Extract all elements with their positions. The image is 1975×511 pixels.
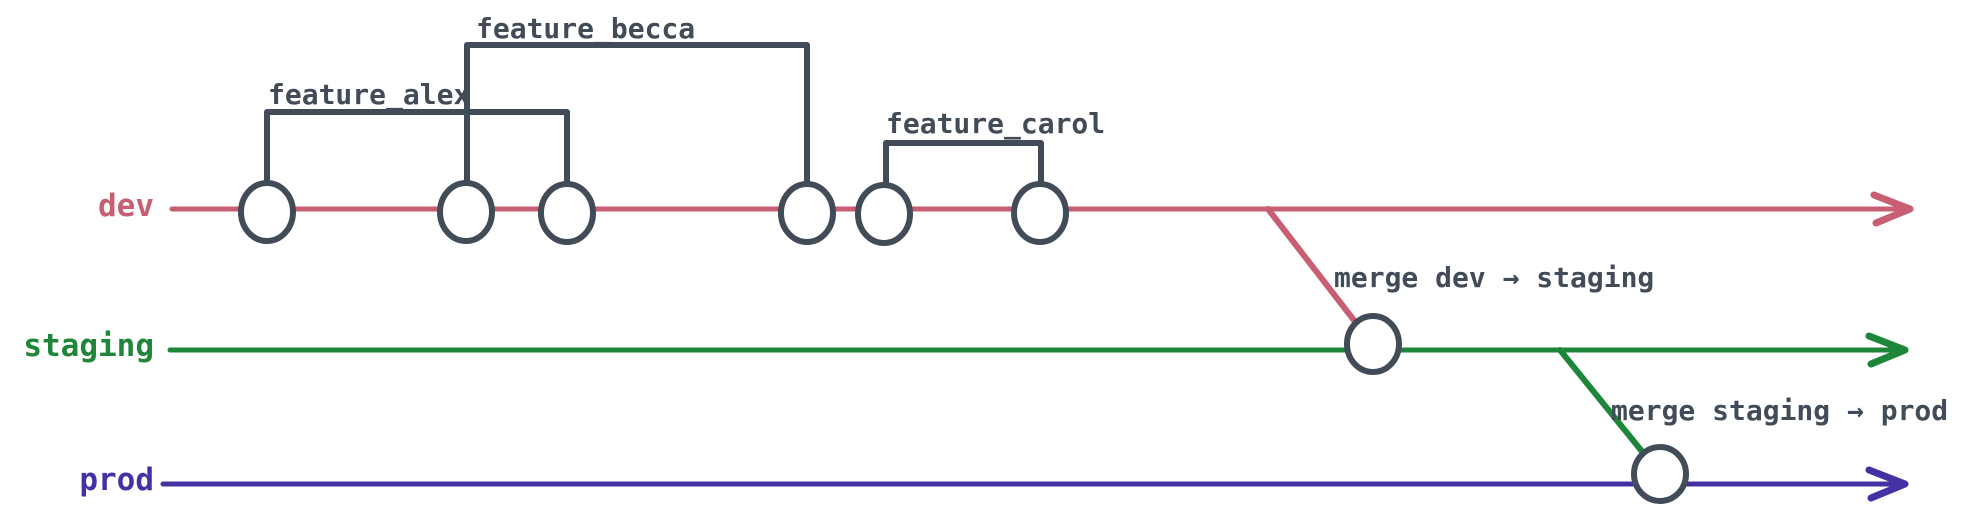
branch-label-prod: prod: [79, 462, 154, 498]
feature-bracket-becca: [464, 42, 810, 191]
feature-label-becca: feature_becca: [476, 12, 695, 45]
commit-node-prod-merge: [1631, 444, 1689, 504]
staging-arrowhead-icon: [1865, 332, 1909, 368]
merge-label-dev-to-staging: merge dev → staging: [1334, 261, 1654, 294]
feature-label-alex: feature_alex: [268, 78, 470, 111]
commit-node-dev-6: [1011, 181, 1069, 245]
merge-label-staging-to-prod: merge staging → prod: [1611, 394, 1948, 427]
merge-edge-staging-to-prod: [1557, 347, 1660, 473]
commit-node-dev-4: [778, 181, 836, 245]
commit-node-dev-2: [437, 180, 495, 244]
commit-node-staging-merge: [1344, 313, 1402, 375]
branch-label-dev: dev: [98, 188, 154, 224]
commit-node-dev-1: [238, 180, 296, 244]
feature-label-carol: feature_carol: [886, 107, 1105, 140]
prod-arrowhead-icon: [1865, 466, 1909, 502]
feature-bracket-carol: [883, 140, 1044, 193]
branch-label-staging: staging: [23, 328, 154, 364]
commit-node-dev-5: [855, 182, 913, 246]
feature-bracket-alex: [264, 109, 570, 193]
merge-edge-dev-to-staging: [1265, 206, 1373, 344]
dev-arrowhead-icon: [1870, 191, 1914, 227]
commit-node-dev-3: [538, 181, 596, 245]
